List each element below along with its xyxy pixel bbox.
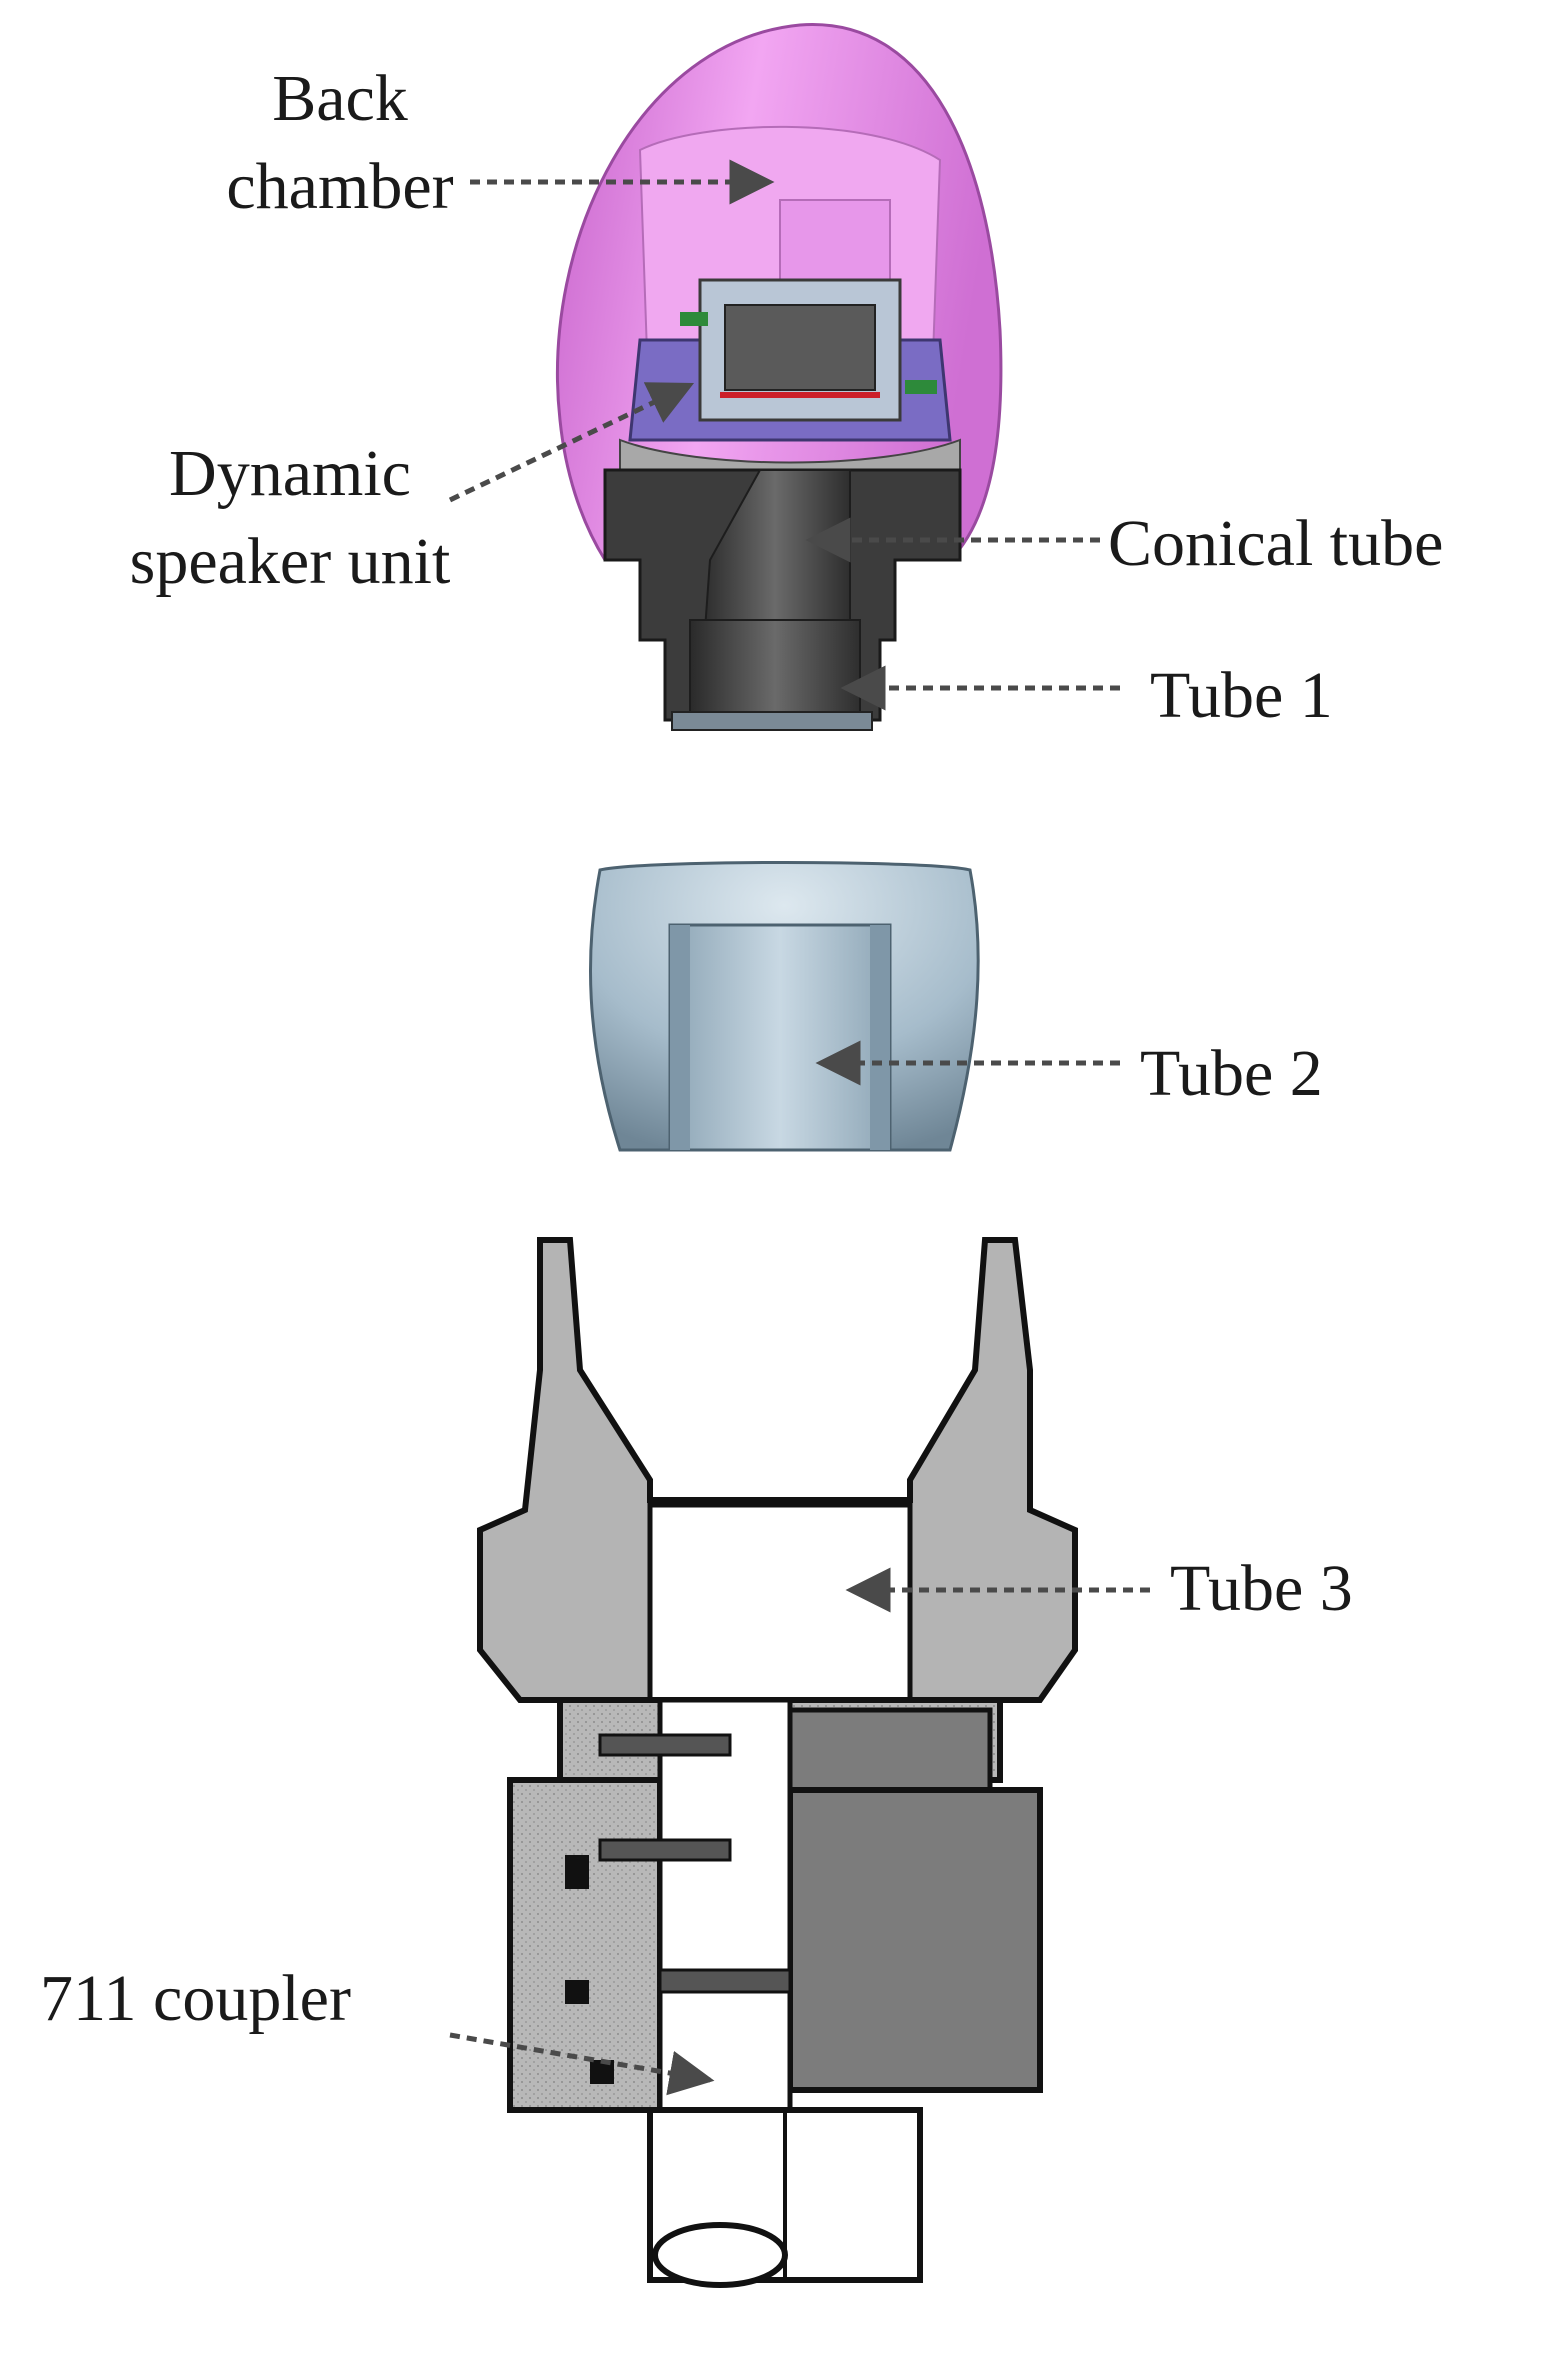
coupler-slot-3 bbox=[658, 1968, 792, 1994]
speaker-diaphragm bbox=[619, 438, 961, 471]
coupler-711 bbox=[477, 1237, 1078, 2288]
nozzle-rim bbox=[671, 711, 873, 731]
label-tube-1: Tube 1 bbox=[1150, 659, 1333, 732]
speaker-magnet bbox=[724, 304, 876, 391]
coupler-pin-1 bbox=[565, 1855, 589, 1889]
label-back-chamber-line-2: chamber bbox=[226, 150, 454, 223]
coupler-top-body bbox=[477, 1237, 1078, 1703]
coupler-slot-2 bbox=[598, 1838, 732, 1862]
coupler-pin-2 bbox=[565, 1980, 589, 2004]
label-dynamic-speaker-unit: Dynamic speaker unit bbox=[95, 430, 485, 606]
coupler-dark-block bbox=[787, 1787, 1043, 2093]
tube-3 bbox=[647, 1502, 913, 1703]
coupler-slot-1 bbox=[598, 1733, 732, 1757]
label-conical-tube: Conical tube bbox=[1108, 507, 1444, 580]
label-tube-2: Tube 2 bbox=[1140, 1037, 1323, 1110]
eartip-inner-lip bbox=[670, 925, 690, 1150]
label-dynamic-speaker-line-2: speaker unit bbox=[129, 525, 451, 598]
eartip-inner-lip-right bbox=[870, 925, 890, 1150]
speaker-pcb-right bbox=[905, 380, 937, 394]
label-dynamic-speaker-line-1: Dynamic bbox=[169, 437, 411, 510]
tube-2 bbox=[668, 923, 892, 1152]
earphone-body bbox=[555, 23, 1003, 731]
speaker-pcb-left bbox=[680, 312, 708, 326]
label-back-chamber: Back chamber bbox=[190, 55, 490, 231]
coupler-base-left bbox=[507, 1777, 663, 2113]
arrow-coupler bbox=[449, 2032, 715, 2096]
annotation-arrows bbox=[448, 159, 1150, 2096]
label-back-chamber-line-1: Back bbox=[272, 62, 408, 135]
coupler-bore bbox=[657, 1697, 793, 2113]
arrow-dynamic-speaker bbox=[448, 382, 695, 503]
tube-1 bbox=[689, 619, 861, 716]
coupler-dark-block-top bbox=[787, 1707, 993, 1793]
label-711-coupler: 711 coupler bbox=[40, 1962, 351, 2035]
eartip bbox=[588, 861, 980, 1152]
label-tube-3: Tube 3 bbox=[1170, 1552, 1353, 1625]
coupler-microphone-end bbox=[652, 2222, 788, 2288]
